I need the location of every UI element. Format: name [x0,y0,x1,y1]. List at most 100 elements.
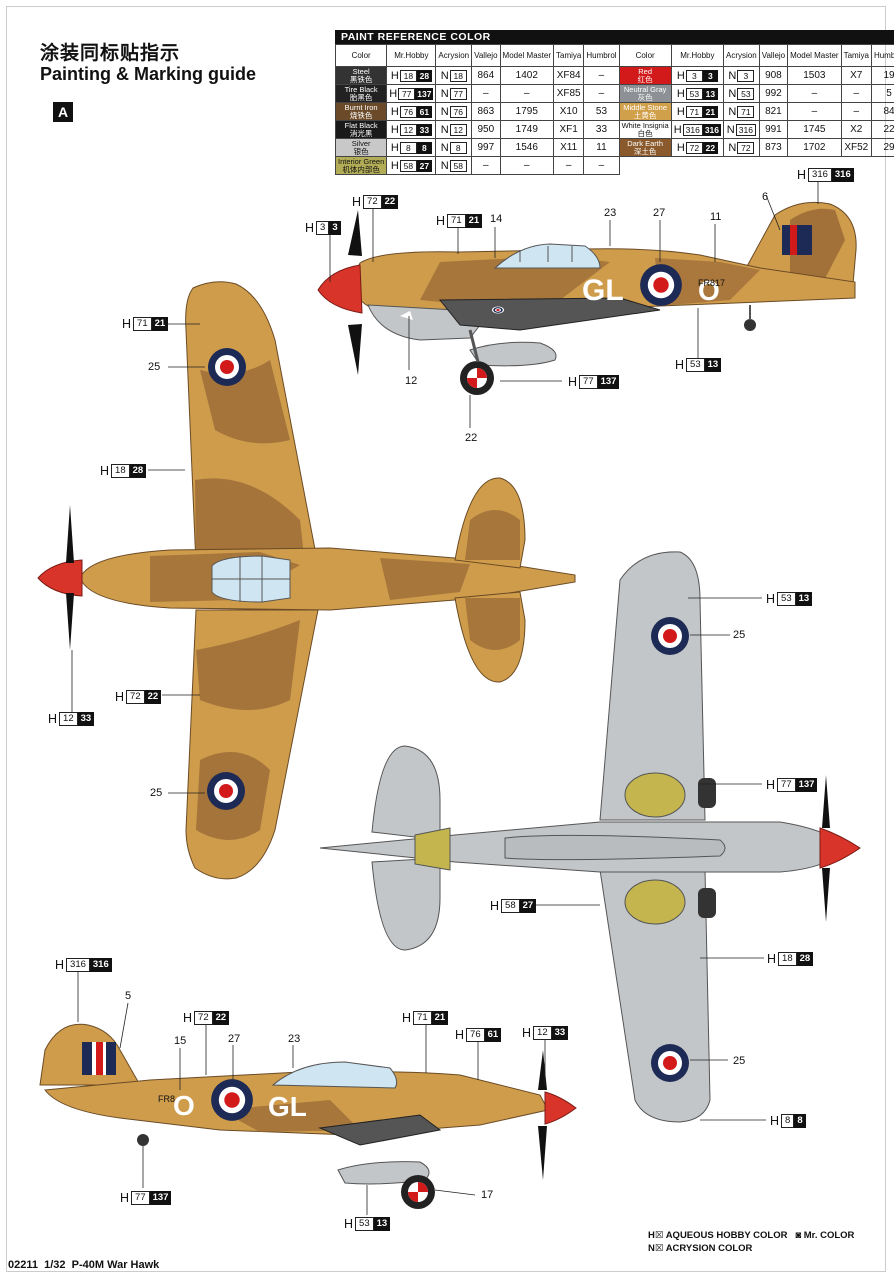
paint-value: 992 [758,84,789,103]
paint-value: XF52 [840,138,872,157]
paint-value: 997 [471,138,501,157]
paint-value: – [499,156,555,175]
footer: 02211 1/32 P-40M War Hawk [8,1259,159,1271]
leader-lines [71,180,819,1215]
side-view-bottom: O FR8 GL [39,1023,577,1209]
title-chinese: 涂装同标贴指示 [40,43,181,64]
decal-number: 25 [733,629,746,641]
aircraft-letter-top: O [698,275,720,306]
scheme-badge: A [53,102,73,122]
paint-value: 873 [758,138,789,157]
legend-n-mark: N [648,1243,655,1254]
decal-number: 5 [125,990,132,1002]
paint-value: – [840,102,872,121]
legend-acrysion: N☒ ACRYSION COLOR [648,1243,753,1254]
paint-value: 991 [758,120,789,139]
plan-view-upper [37,281,576,880]
paint-value: 1702 [787,138,842,157]
decal-number: 23 [288,1033,301,1045]
decal-number: 14 [490,213,503,225]
decal-number: 22 [465,432,478,444]
paint-value: – [552,156,585,175]
legend-h-mark: H [648,1230,655,1241]
decal-number: 15 [174,1035,187,1047]
paint-value: – [471,156,501,175]
decal-number: 25 [150,787,163,799]
footer-model-name: P-40M War Hawk [71,1259,160,1271]
decal-number: 25 [148,361,161,373]
decal-number: 17 [481,1189,494,1201]
decal-number: 23 [604,207,617,219]
paint-value: 29 [870,138,894,157]
footer-kit-code: 02211 [8,1259,38,1271]
page-border [6,6,886,1272]
paint-header-cell: Vallejo [471,44,501,67]
code-letters-top: GL [582,274,624,307]
paint-header-cell: Vallejo [758,44,789,67]
paint-value: – [583,156,620,175]
serial-bottom: FR8 [158,1094,175,1104]
decal-number: 25 [733,1055,746,1067]
decal-number: 12 [405,375,418,387]
legend-aqueous-label: AQUEOUS HOBBY COLOR [665,1230,788,1241]
legend-acrysion-label: ACRYSION COLOR [665,1243,753,1254]
aircraft-letter-bottom: O [173,1090,195,1121]
paint-value: – [583,84,620,103]
plan-view-lower [319,551,861,1123]
legend-aqueous: H☒ AQUEOUS HOBBY COLOR ◙ Mr. COLOR [648,1230,855,1241]
paint-value: X11 [552,138,585,157]
code-letters-bottom: GL [268,1091,307,1122]
decal-number: 6 [762,191,769,203]
side-view-top: GL O FR817 [317,201,857,395]
